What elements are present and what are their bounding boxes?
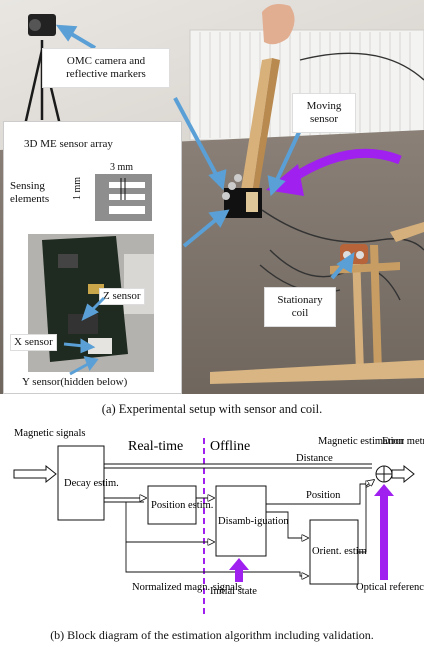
caption-a: (a) Experimental setup with sensor and c… (101, 402, 323, 416)
initial-state-arrow-head (229, 558, 249, 570)
output-arrow (391, 464, 415, 484)
magnetic-signals-text: Magnetic signals (14, 428, 85, 439)
sensor-array-inset: 3D ME sensor array 3 mm 1 mm Sensing ele… (3, 121, 182, 394)
decay-text: Decay estim. (64, 478, 119, 489)
caption-b: (b) Block diagram of the estimation algo… (50, 628, 374, 642)
position-output (266, 484, 372, 505)
orient-output (358, 480, 374, 553)
error-metrics-text: Error metrics (382, 436, 424, 447)
initial-state-text: Initial state (210, 586, 257, 597)
inset-title: 3D ME sensor array (24, 138, 113, 150)
normalized-text: Normalized magn. signals (132, 582, 242, 593)
stationary-coil-label: Stationary coil (264, 287, 336, 327)
sensing-elements-label: Sensing elements (10, 180, 50, 205)
dim-3mm-label: 3 mm (110, 162, 134, 173)
input-arrow (13, 464, 57, 484)
magnetic-estimation-text: Magnetic estimation (318, 436, 405, 447)
offline-text: Offline (210, 439, 250, 454)
chip-elements (109, 178, 145, 214)
magnetic-signals-line1: Magnetic signals (14, 428, 85, 439)
moving-sensor-label: Moving sensor (292, 93, 356, 133)
decay-block (57, 445, 105, 521)
realtime-text: Real-time (128, 439, 183, 454)
z-sensor-label: Z sensor (99, 288, 145, 305)
optical-reference-arrow-head (374, 484, 394, 496)
position-estim-block (147, 485, 197, 525)
experimental-setup-photo: 3D ME sensor array 3 mm 1 mm Sensing ele… (0, 0, 424, 394)
omc-label: OMC camera and reflective markers (42, 48, 170, 88)
disambiguation-block (215, 485, 267, 557)
y-sensor-label: Y sensor(hidden below) (22, 376, 128, 388)
position-estim-text: Position estim. (151, 500, 213, 511)
x-sensor-label: X sensor (10, 334, 57, 351)
distance-text: Distance (296, 453, 333, 464)
decay-to-orient (125, 542, 308, 576)
disamb-to-orient (266, 511, 308, 538)
position-text: Position (306, 490, 341, 501)
orient-text: Orient. estim (312, 546, 367, 557)
block-diagram: Magnetic signals Decay estim. Real-time … (13, 428, 424, 618)
optical-reference-arrow-shaft (380, 494, 388, 580)
disambiguation-text: Disamb-iguation (218, 516, 289, 527)
inset-arrows (63, 296, 106, 376)
optical-reference-text: Optical reference (356, 582, 424, 593)
initial-state-arrow-shaft (235, 568, 243, 582)
